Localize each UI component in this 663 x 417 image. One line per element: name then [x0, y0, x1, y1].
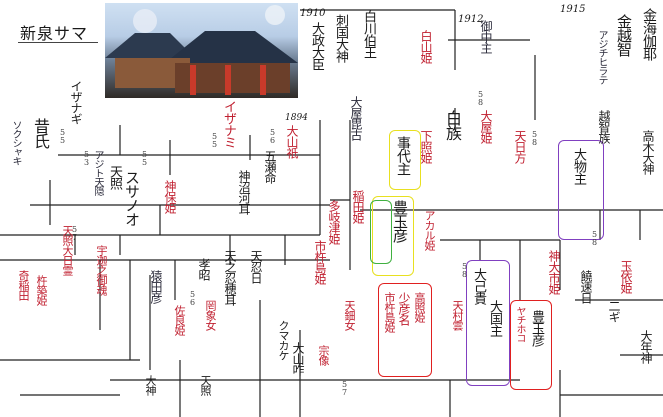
highlight-box-red — [378, 283, 432, 377]
person-name: 二ギ — [607, 300, 621, 322]
person-name: 天日方 — [513, 130, 527, 163]
person-name: 玉依姫 — [619, 260, 633, 293]
person-name: 孝昭 — [197, 258, 211, 280]
person-name: 市杵島姫 — [383, 292, 396, 332]
person-name: 天村雲 — [451, 300, 464, 330]
person-name: 下照姫 — [419, 130, 433, 163]
person-name: アカル姫 — [423, 210, 436, 250]
person-name: 豊玉彦 — [391, 200, 409, 242]
person-name: スサノオ — [123, 170, 141, 226]
person-name: 大国主 — [487, 300, 502, 336]
person-name: 神保姫 — [163, 180, 177, 213]
highlight-box-yellow — [372, 196, 414, 276]
generation-marker: 58 — [590, 230, 599, 246]
person-name: 大政大臣 — [309, 22, 324, 70]
generation-marker: 53 — [82, 150, 91, 166]
person-name: イザナギ — [69, 80, 83, 124]
year-label: 1894 — [285, 113, 308, 123]
person-name: 稲田姫 — [351, 190, 365, 223]
person-name: 天照 — [199, 375, 212, 395]
person-name: 大屋姫 — [479, 110, 493, 143]
generation-marker: 58 — [530, 130, 539, 146]
person-name: 大物主 — [571, 148, 586, 184]
generation-marker: 55 — [58, 128, 67, 144]
person-name: 多岐津姫 — [327, 200, 341, 244]
person-name: クマカケ — [277, 320, 290, 360]
person-name: 大年神 — [639, 330, 653, 363]
person-name: 奇稲田 — [17, 270, 30, 300]
person-name: 罔象女 — [204, 300, 217, 330]
highlight-box-red — [510, 300, 552, 390]
person-name: 越智族 — [597, 110, 611, 143]
person-name: 天忍日 — [249, 250, 263, 283]
person-name: 昔氏 — [31, 118, 50, 148]
person-name: ソクシャキ — [10, 120, 21, 165]
person-name: 天照 — [107, 165, 122, 189]
year-label: 1912 — [458, 14, 484, 25]
title-underline — [18, 42, 98, 43]
person-name: イザナミ — [221, 100, 236, 148]
generation-marker: 56 — [188, 290, 197, 306]
person-name: 大山祇 — [285, 125, 299, 158]
person-name: 豊玉彦 — [529, 310, 544, 346]
person-name: 杵築姫 — [35, 275, 48, 305]
person-name: アジト天隠 — [92, 150, 103, 195]
person-name: 少彦名 — [397, 292, 411, 325]
person-name: 天鈿女 — [343, 300, 356, 330]
person-name: 市杵島姫 — [313, 240, 327, 284]
person-name: 大山咋 — [291, 342, 305, 375]
person-name: 高木大神 — [641, 130, 655, 174]
generation-marker: 55 — [210, 132, 219, 148]
person-name: 大神 — [144, 375, 157, 395]
person-name: 高照姫 — [413, 292, 426, 322]
person-name: アジチヒラテ — [596, 30, 607, 84]
year-label: 1915 — [560, 4, 586, 15]
person-name: 五瀬命 — [263, 150, 277, 183]
person-name: 御中主 — [479, 20, 493, 53]
highlight-box-yellow — [389, 130, 421, 190]
person-name: 大屋毘古 — [349, 96, 363, 140]
person-name: 金越智 — [615, 14, 633, 56]
person-name: 白川伯王 — [361, 10, 376, 58]
person-name: 佐良姫 — [173, 305, 186, 335]
person-name: 刺国大神 — [333, 14, 348, 62]
shrine-illustration — [105, 5, 298, 95]
person-name: 宗像 — [317, 345, 330, 365]
person-name: 白山姫 — [419, 30, 433, 63]
generation-marker: 56 — [268, 128, 277, 144]
highlight-box-purple — [466, 260, 510, 386]
generation-marker: 58 — [460, 262, 469, 278]
generation-marker: 55 — [140, 150, 149, 166]
person-name: 神大市姫 — [547, 250, 561, 294]
page-title: 新泉サマ — [20, 24, 89, 43]
person-name: 事代主 — [395, 136, 411, 175]
person-name: 白族 — [443, 110, 462, 140]
person-name: 金海伽耶 — [641, 8, 657, 60]
person-name: 天之忍穂耳 — [223, 250, 237, 305]
person-name: 大己貴 — [471, 268, 486, 304]
person-name: 饒速日 — [579, 270, 593, 303]
shrine-photo — [105, 3, 298, 98]
year-label: 1910 — [300, 8, 326, 19]
highlight-box-purple — [558, 140, 604, 240]
highlight-box-green — [370, 200, 392, 264]
person-name: 神沼河耳 — [237, 170, 251, 214]
person-name: 宇迦之御魂 — [95, 245, 108, 295]
generation-marker: 57 — [70, 225, 79, 241]
generation-marker: 57 — [340, 380, 349, 396]
generation-marker: 58 — [476, 90, 485, 106]
connector-lines — [0, 9, 663, 417]
person-name: 猿田彦 — [149, 270, 163, 303]
person-name: 天照大日霊 — [61, 225, 74, 275]
person-name: ヤチホコ — [514, 306, 525, 342]
